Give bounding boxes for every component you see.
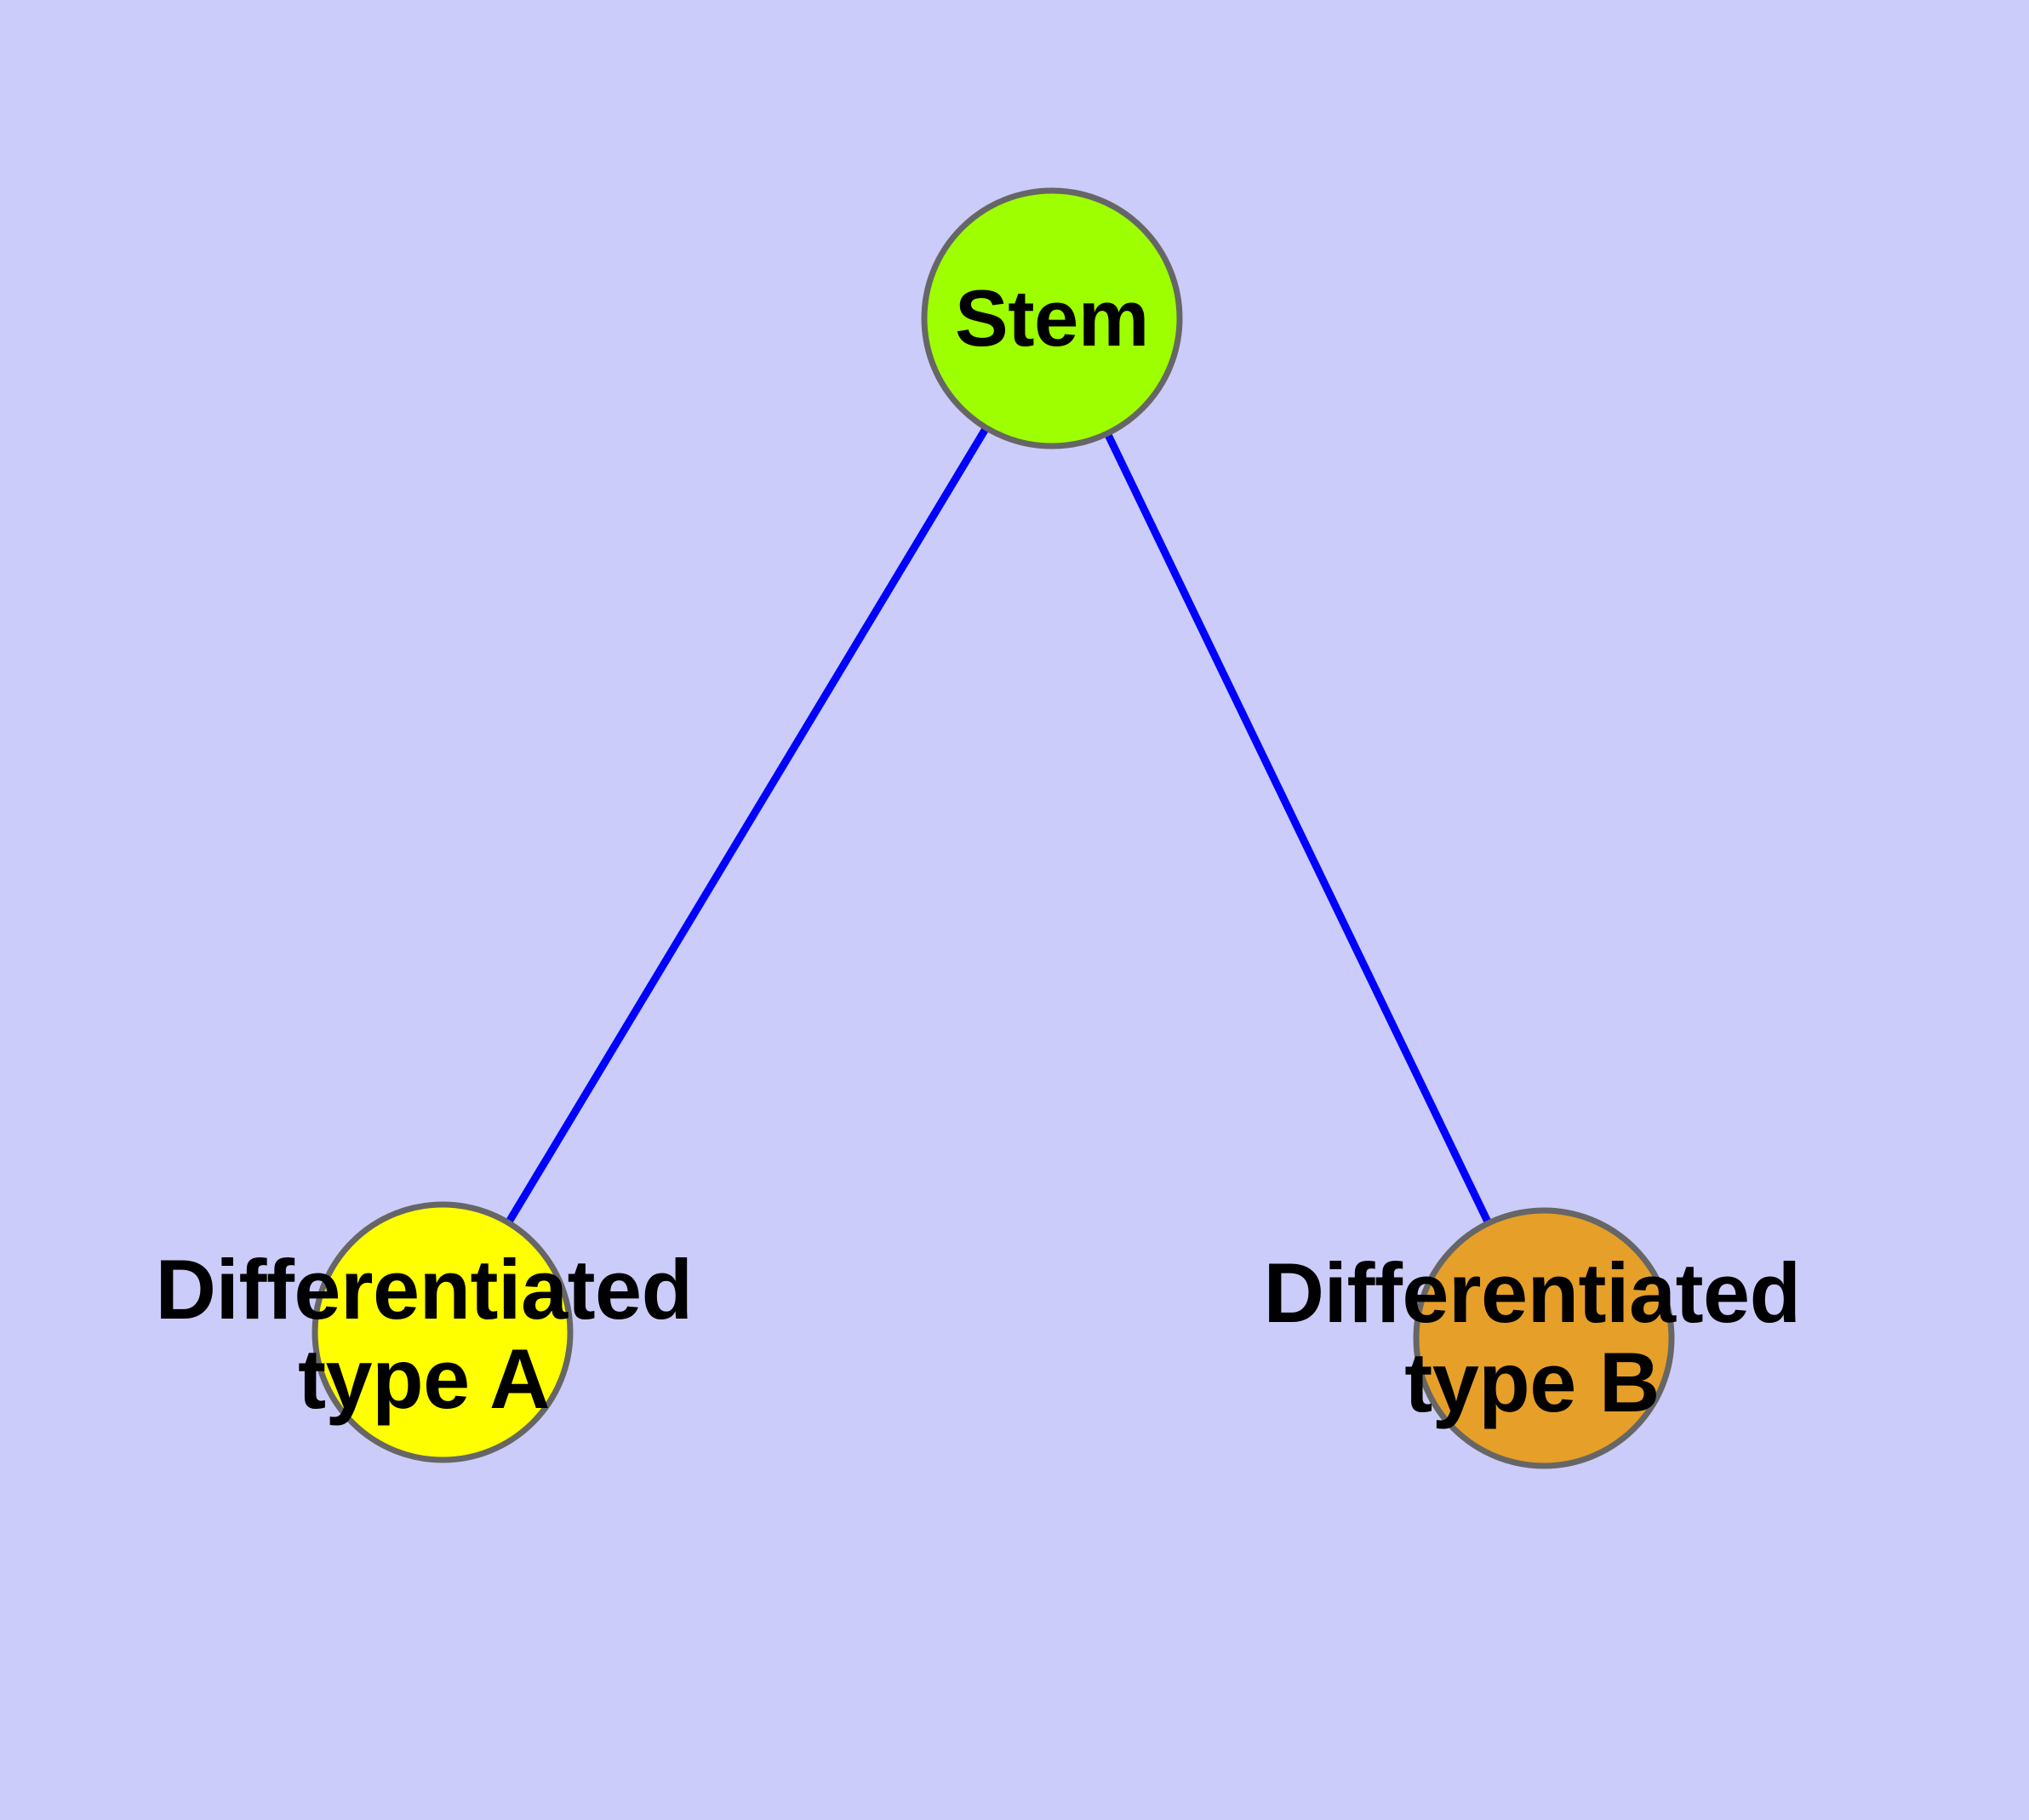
graph-edge-stem-to-diff-b[interactable] <box>1048 317 1548 1340</box>
graph-edge-stem-to-diff-a[interactable] <box>439 316 1055 1335</box>
graph-node-diff-a[interactable] <box>311 1201 574 1463</box>
edges-group <box>439 316 1548 1340</box>
nodes-group <box>311 187 1675 1469</box>
graph-node-stem[interactable] <box>921 187 1183 449</box>
graph-node-diff-b[interactable] <box>1413 1207 1675 1469</box>
